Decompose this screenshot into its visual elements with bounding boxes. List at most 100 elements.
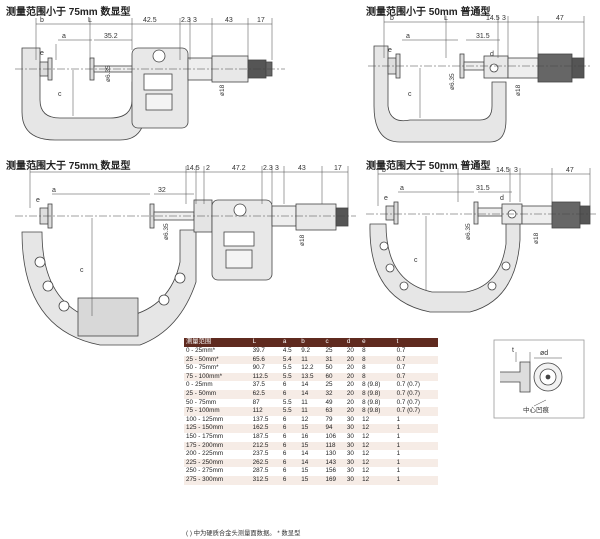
table-cell: 0.7 (0.7) [394,398,438,408]
table-cell: 137.5 [250,415,281,425]
table-cell: 5.5 [280,398,300,408]
table-cell: 30 [344,424,361,433]
table-cell: 6 [280,475,300,485]
tr-d: d [490,51,494,58]
table-cell: 63 [323,407,345,416]
tl-L: L [88,17,92,24]
table-cell: 212.5 [250,441,281,451]
table-cell: 65.6 [250,355,281,365]
table-cell: 12 [360,475,395,485]
table-cell: 12 [360,441,395,451]
table-cell: 49 [323,398,345,408]
inset-label: 中心凹痕 [523,407,549,414]
table-cell: 175 - 200mm [184,441,251,451]
table-cell: 20 [344,381,361,390]
table-cell: 8 [360,372,395,382]
table-cell: 0.7 (0.7) [394,407,438,416]
table-cell: 14 [299,389,324,399]
table-cell: 16 [299,432,324,442]
table-cell: 1 [394,415,438,425]
drawing-bottom-left [15,166,356,346]
br-d: d [500,195,504,202]
br-b: b [382,167,386,174]
br-c: c [414,257,418,264]
frame-bottom-right [369,221,521,313]
table-cell: 8 [360,347,395,356]
tr-phi18: ø18 [515,84,522,96]
table-header-cell: b [299,338,324,347]
table-cell: 12 [360,458,395,468]
frame-top-right [373,45,507,143]
drawing-top-left [15,18,285,141]
tl-17: 17 [257,17,265,24]
bl-phi18: ø18 [299,234,306,246]
tr-e: e [388,47,392,54]
table-cell: 15 [299,441,324,451]
table-cell: 0.7 [394,347,438,356]
table-cell: 50 [323,364,345,373]
table-header-cell: e [360,338,395,347]
table-cell: 150 - 175mm [184,432,251,442]
table-cell: 0 - 25mm* [184,347,251,356]
table-cell: 6 [280,467,300,476]
table-cell: 8 [360,364,395,373]
tl-425: 42.5 [143,17,157,24]
table-cell: 30 [344,458,361,468]
table-cell: 106 [323,432,345,442]
table-cell: 30 [344,432,361,442]
table-cell: 30 [344,415,361,425]
table-cell: 15 [299,475,324,485]
table-cell: 12 [360,467,395,476]
title-bottom-right: 测量范围大于 50mm 普通型 [366,161,491,172]
tr-c: c [408,91,412,98]
table-cell: 31 [323,355,345,365]
table-cell: 1 [394,467,438,476]
table-cell: 225 - 250mm [184,458,251,468]
tr-L: L [444,15,448,22]
table-cell: 20 [344,355,361,365]
table-cell: 11 [299,355,324,365]
table-cell: 5.4 [280,355,300,365]
drawing-bottom-right [366,168,596,313]
table-cell: 6 [280,381,300,390]
table-cell: 8 [360,355,395,365]
br-145: 14.5 [496,167,510,174]
drawing-top-right [368,16,592,143]
table-cell: 20 [344,364,361,373]
table-cell: 20 [344,398,361,408]
table-cell: 9.2 [299,347,324,356]
table-cell: 60 [323,372,345,382]
bl-43: 43 [298,165,306,172]
br-phi635: ø6.35 [465,223,472,240]
table-cell: 39.7 [250,347,281,356]
table-cell: 250 - 275mm [184,467,251,476]
table-cell: 12 [360,424,395,433]
table-header-cell: 测量范围 [184,338,251,347]
table-cell: 5.5 [280,372,300,382]
tr-3: 3 [502,15,506,22]
table-cell: 162.5 [250,424,281,433]
table-cell: 15 [299,467,324,476]
bl-145: 14.5 [186,165,200,172]
tl-352: 35.2 [104,33,118,40]
table-cell: 187.5 [250,432,281,442]
bl-472: 47.2 [232,165,246,172]
table-cell: 50 - 75mm [184,398,251,408]
table-cell: 8 (9.8) [360,407,395,416]
table-cell: 112.5 [250,372,281,382]
br-e: e [384,195,388,202]
table-cell: 125 - 150mm [184,424,251,433]
table-cell: 94 [323,424,345,433]
table-cell: 6 [280,450,300,459]
bl-phi635: ø6.35 [163,223,170,240]
table-cell: 0.7 (0.7) [394,389,438,399]
bl-17: 17 [334,165,342,172]
table-cell: 12 [299,415,324,425]
table-cell: 118 [323,441,345,451]
bl-b: b [34,165,38,172]
